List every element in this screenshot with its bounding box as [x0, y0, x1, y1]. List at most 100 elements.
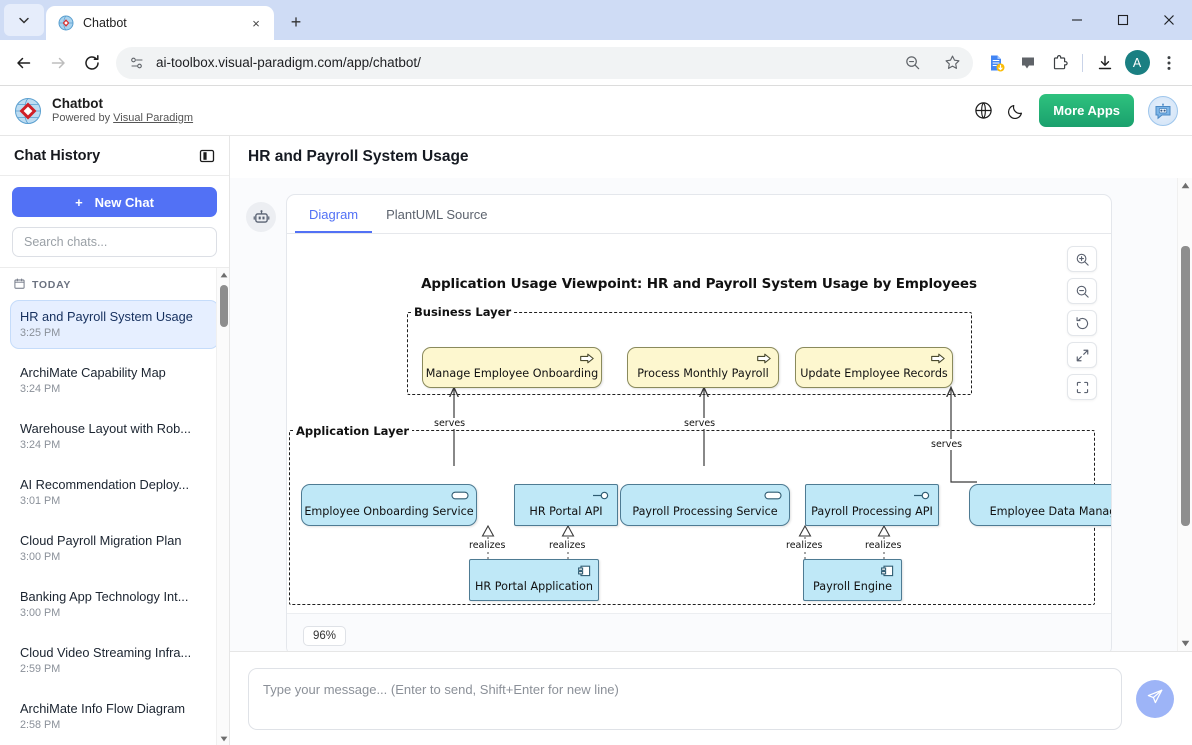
app-subtitle: Powered by Visual Paradigm [52, 111, 193, 125]
scroll-up-icon[interactable] [1178, 178, 1192, 193]
application-interface-icon [913, 490, 931, 504]
close-tab-icon[interactable]: × [252, 15, 260, 31]
application-component-icon [578, 565, 591, 580]
diagram-node-process-monthly-payroll[interactable]: Process Monthly Payroll [627, 347, 779, 388]
message-input[interactable] [248, 667, 1122, 730]
star-icon[interactable] [937, 48, 967, 78]
scroll-down-icon[interactable] [217, 732, 229, 745]
browser-tab-strip: Chatbot × + [0, 0, 1192, 40]
browser-menu-icon[interactable] [1154, 48, 1184, 78]
more-apps-button[interactable]: More Apps [1039, 94, 1134, 127]
address-bar[interactable]: ai-toolbox.visual-paradigm.com/app/chatb… [116, 46, 973, 79]
window-controls [1054, 0, 1192, 40]
window-maximize-icon[interactable] [1100, 0, 1146, 40]
node-label: Payroll Processing Service [632, 505, 778, 518]
edge-label-serves-1: serves [433, 418, 467, 429]
fit-to-screen-icon[interactable] [1067, 374, 1097, 400]
sidebar-actions: + New Chat [0, 176, 229, 227]
diagram-node-payroll-processing-service[interactable]: Payroll Processing Service [620, 484, 790, 526]
profile-initial: A [1124, 50, 1150, 75]
page-info-icon[interactable] [128, 54, 146, 72]
zoom-out-icon[interactable] [897, 48, 927, 78]
diagram-node-payroll-engine[interactable]: Payroll Engine [803, 559, 902, 601]
chat-history-item[interactable]: Cloud Video Streaming Infra...2:59 PM [10, 636, 219, 685]
assistant-message-row: Diagram PlantUML Source [230, 178, 1192, 651]
forward-icon[interactable] [42, 47, 74, 79]
node-label: Process Monthly Payroll [637, 367, 769, 380]
window-minimize-icon[interactable] [1054, 0, 1100, 40]
node-label: Payroll Engine [812, 580, 893, 593]
search-input[interactable] [24, 235, 205, 249]
diagram-card-footer: 96% [287, 613, 1111, 651]
scroll-down-icon[interactable] [1178, 636, 1192, 651]
diagram-card: Diagram PlantUML Source [286, 194, 1112, 651]
tab-search-button[interactable] [4, 4, 44, 36]
chat-history-item[interactable]: Warehouse Layout with Rob...3:24 PM [10, 412, 219, 461]
window-close-icon[interactable] [1146, 0, 1192, 40]
chat-history-item[interactable]: ArchiMate Info Flow Diagram 2:58 PM [10, 692, 219, 741]
bot-avatar-icon [246, 202, 276, 232]
message-scroll-thumb[interactable] [1181, 246, 1190, 526]
zoom-in-icon[interactable] [1067, 246, 1097, 272]
chat-history-item[interactable]: Banking App Technology Int...3:00 PM [10, 580, 219, 629]
zoom-out-icon[interactable] [1067, 278, 1097, 304]
extensions-icon[interactable] [1045, 48, 1075, 78]
diagram-node-employee-data-management[interactable]: Employee Data Manag [969, 484, 1111, 526]
chat-history-item-time: 2:58 PM [20, 719, 61, 731]
chat-group-label: TODAY [32, 279, 72, 291]
diagram-node-manage-employee-onboarding[interactable]: Manage Employee Onboarding [422, 347, 602, 388]
chatbot-avatar-icon[interactable] [1148, 95, 1178, 126]
calendar-icon [14, 278, 25, 292]
reset-view-icon[interactable] [1067, 310, 1097, 336]
chat-history-item[interactable]: AI Recommendation Deploy...3:01 PM [10, 468, 219, 517]
reload-icon[interactable] [76, 47, 108, 79]
diagram-node-update-employee-records[interactable]: Update Employee Records [795, 347, 953, 388]
chat-history-item-time: 3:24 PM [20, 439, 61, 451]
scroll-up-icon[interactable] [217, 268, 229, 281]
diagram-node-employee-onboarding-service[interactable]: Employee Onboarding Service [301, 484, 477, 526]
new-chat-label: New Chat [94, 194, 154, 210]
page-title: HR and Payroll System Usage [248, 148, 469, 165]
new-chat-button[interactable]: + New Chat [12, 187, 217, 217]
edge-label-serves-2: serves [683, 418, 717, 429]
diagram-node-payroll-processing-api[interactable]: Payroll Processing API [805, 484, 939, 526]
back-icon[interactable] [8, 47, 40, 79]
edge-label-realizes-4: realizes [864, 540, 903, 551]
globe-icon[interactable] [974, 101, 993, 120]
dark-mode-icon[interactable] [1007, 102, 1025, 120]
app-body: Chat History + New Chat TODAY HR and Pay… [0, 136, 1192, 745]
search-chats-box[interactable] [12, 227, 217, 257]
diagram-node-hr-portal-api[interactable]: HR Portal API [514, 484, 618, 526]
send-button[interactable] [1136, 679, 1174, 718]
sidebar-heading: Chat History [14, 147, 101, 164]
edge-label-realizes-1: realizes [468, 540, 507, 551]
sidebar-scroll-thumb[interactable] [219, 285, 228, 327]
tab-diagram[interactable]: Diagram [295, 195, 373, 233]
collapse-panel-icon[interactable] [199, 148, 215, 164]
diagram-node-hr-portal-application[interactable]: HR Portal Application [469, 559, 599, 601]
node-label: Manage Employee Onboarding [425, 367, 599, 380]
message-area: Diagram PlantUML Source [230, 178, 1192, 651]
zoom-level-indicator[interactable]: 96% [303, 626, 347, 646]
message-area-scrollbar[interactable] [1177, 178, 1192, 651]
translate-doc-icon[interactable] [981, 48, 1011, 78]
clipboard-icon[interactable] [1013, 48, 1043, 78]
expand-icon[interactable] [1067, 342, 1097, 368]
browser-tab[interactable]: Chatbot × [46, 6, 274, 40]
chat-history-item-title: Cloud Video Streaming Infra... [20, 645, 192, 660]
tab-plantuml-source[interactable]: PlantUML Source [386, 207, 488, 222]
business-process-icon [580, 353, 594, 367]
profile-avatar[interactable]: A [1122, 48, 1152, 78]
visual-paradigm-link[interactable]: Visual Paradigm [113, 112, 194, 124]
chat-history-item-title: ArchiMate Info Flow Diagram [20, 701, 185, 716]
sidebar-scrollbar[interactable] [216, 268, 229, 745]
diagram-title: Application Usage Viewpoint: HR and Payr… [421, 276, 977, 292]
new-tab-button[interactable]: + [290, 11, 302, 32]
diagram-canvas[interactable]: Application Usage Viewpoint: HR and Payr… [287, 234, 1111, 613]
chat-history-item-time: 3:24 PM [20, 383, 61, 395]
downloads-icon[interactable] [1090, 48, 1120, 78]
diagram-toolbar [1067, 246, 1097, 400]
